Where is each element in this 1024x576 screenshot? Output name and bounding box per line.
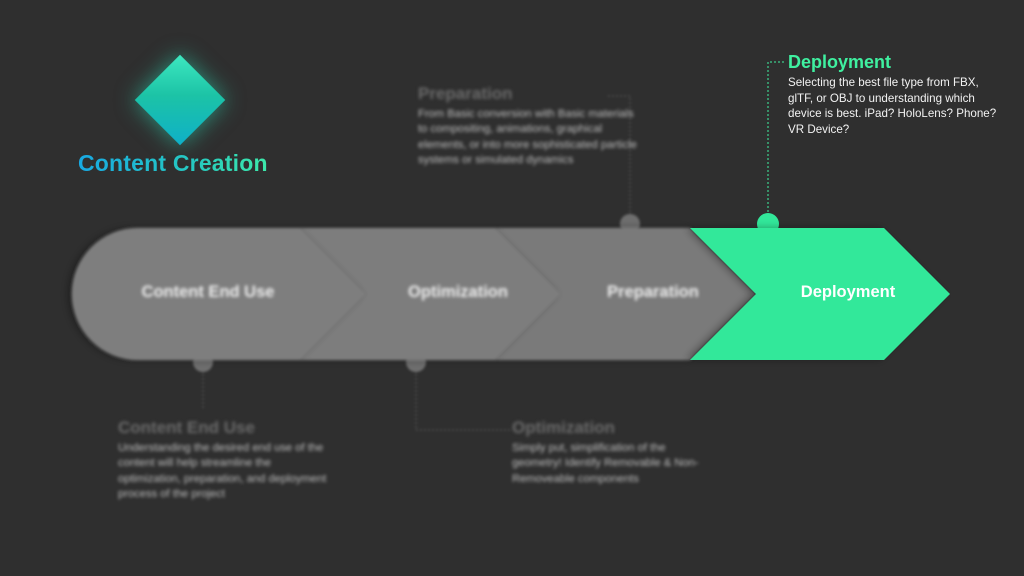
chevron-preparation: [495, 228, 756, 360]
stage-label-deployment: Deployment: [800, 283, 896, 301]
callout-content-end-use-body: Understanding the desired end use of the…: [118, 442, 327, 501]
stage-label-preparation: Preparation: [607, 283, 699, 301]
callout-deployment-title: Deployment: [788, 52, 892, 72]
callout-content-end-use: Content End Use Understanding the desire…: [118, 418, 328, 503]
callout-optimization-body: Simply put, simplification of the geomet…: [512, 442, 699, 485]
callout-deployment: Deployment Selecting the best file type …: [788, 52, 1003, 137]
chevron-optimization: [300, 228, 561, 360]
callout-deployment-body: Selecting the best file type from FBX, g…: [788, 76, 997, 136]
chevron-content-end-use: [72, 228, 366, 360]
callout-optimization: Optimization Simply put, simplification …: [512, 418, 712, 487]
connector-deployment: [767, 61, 784, 224]
connector-preparation: [606, 95, 631, 224]
callout-preparation-title: Preparation: [418, 84, 513, 103]
stage-label-optimization: Optimization: [408, 283, 508, 301]
connector-optimization: [415, 362, 510, 431]
callout-optimization-title: Optimization: [512, 418, 615, 437]
callout-preparation: Preparation From Basic conversion with B…: [418, 84, 640, 169]
chevron-deployment: [690, 228, 950, 360]
callout-content-end-use-title: Content End Use: [118, 418, 255, 437]
logo-title: Content Creation: [78, 150, 288, 177]
stage-label-content-end-use: Content End Use: [141, 283, 275, 301]
callout-preparation-body: From Basic conversion with Basic materia…: [418, 108, 637, 167]
